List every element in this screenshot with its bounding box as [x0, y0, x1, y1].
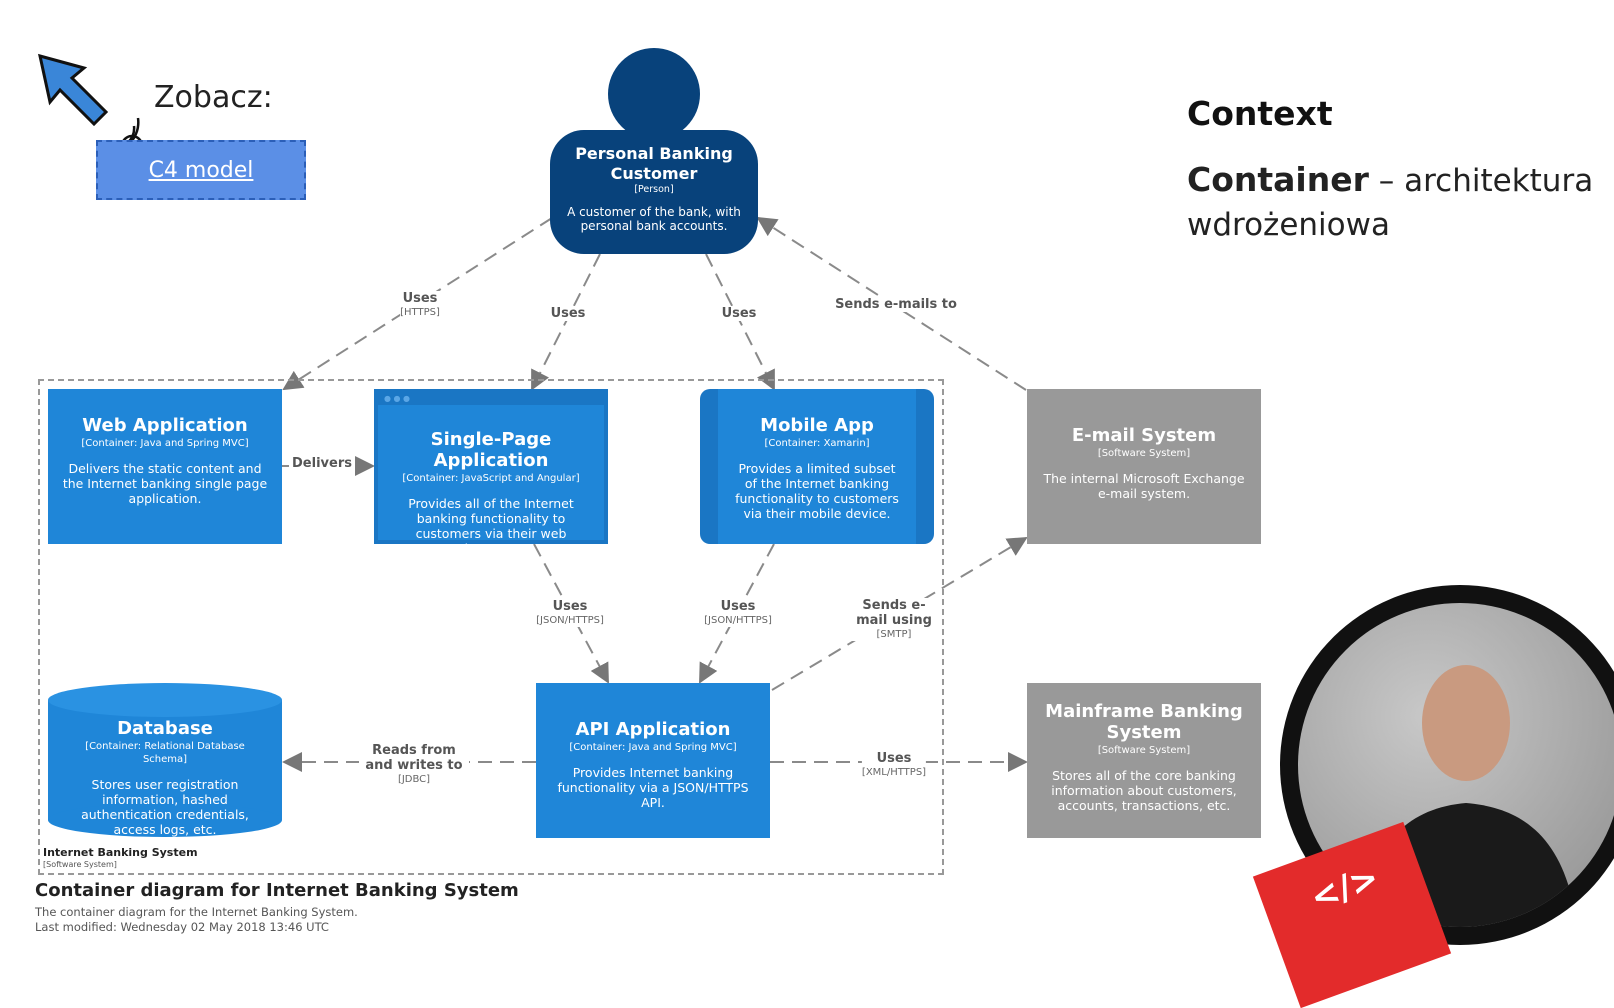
api-app-name: API Application — [575, 719, 731, 740]
person-head-icon — [608, 48, 700, 140]
person-customer: Personal Banking Customer [Person] A cus… — [550, 130, 758, 254]
c4-model-link[interactable]: C4 model — [96, 140, 306, 200]
container-heading-bold: Container — [1187, 160, 1369, 199]
label-person-mobile: Uses — [721, 306, 757, 321]
label-spa-api-text: Uses — [552, 599, 588, 614]
label-api-mainframe-tech: [XML/HTTPS] — [861, 767, 927, 778]
person-name: Personal Banking Customer — [575, 144, 733, 183]
mobile-app-type: [Container: Xamarin] — [764, 438, 870, 449]
boundary-name: Internet Banking System — [43, 846, 198, 859]
mobile-app-name: Mobile App — [760, 415, 874, 436]
label-person-web-tech: [HTTPS] — [400, 307, 440, 318]
edge-person-mobile — [705, 253, 775, 391]
container-heading: Container – architektura wdrożeniowa — [1187, 158, 1607, 247]
database-name: Database — [117, 718, 213, 739]
label-api-db-tech: [JDBC] — [397, 774, 431, 785]
label-person-web: Uses [HTTPS] — [400, 291, 440, 319]
label-web-spa: Delivers — [289, 456, 355, 471]
browser-window-icon: ● ● ● — [378, 393, 604, 405]
label-person-mobile-text: Uses — [721, 306, 757, 321]
email-system-type: [Software System] — [1097, 448, 1191, 459]
mainframe-name: Mainframe Banking System — [1045, 701, 1243, 743]
label-api-db-text: Reads from and writes to — [365, 743, 463, 773]
edge-person-spa — [531, 253, 601, 391]
container-web-application: Web Application [Container: Java and Spr… — [48, 389, 282, 544]
label-api-email: Sends e-mail using [SMTP] — [849, 598, 939, 641]
label-mobile-api-tech: [JSON/HTTPS] — [704, 615, 772, 626]
database-cylinder-top — [48, 683, 282, 717]
system-email: E-mail System [Software System] The inte… — [1027, 389, 1261, 544]
database-type: [Container: Relational Database Schema] — [85, 741, 245, 765]
label-person-web-text: Uses — [402, 291, 438, 306]
see-label: Zobacz: — [154, 80, 273, 115]
database-cylinder-bottom — [48, 803, 282, 837]
database-desc: Stores user registration information, ha… — [81, 777, 249, 837]
spa-name: Single-Page Application — [430, 429, 552, 471]
container-mobile-app: Mobile App [Container: Xamarin] Provides… — [700, 389, 934, 544]
caption-modified: Last modified: Wednesday 02 May 2018 13:… — [35, 920, 329, 934]
label-web-spa-text: Delivers — [292, 456, 352, 471]
caption-title: Container diagram for Internet Banking S… — [35, 880, 519, 901]
label-api-db: Reads from and writes to [JDBC] — [359, 743, 469, 786]
spa-desc: Provides all of the Internet banking fun… — [408, 496, 574, 556]
container-heading-desc: – architektura wdrożeniowa — [1187, 163, 1594, 243]
container-api-application: API Application [Container: Java and Spr… — [536, 683, 770, 838]
email-system-name: E-mail System — [1071, 425, 1217, 446]
mainframe-desc: Stores all of the core banking informati… — [1051, 768, 1237, 813]
label-api-email-text: Sends e-mail using — [856, 598, 932, 628]
container-database: Database [Container: Relational Database… — [48, 718, 282, 837]
system-boundary — [38, 379, 944, 875]
api-app-desc: Provides Internet banking functionality … — [557, 765, 749, 810]
web-app-name: Web Application — [82, 415, 248, 436]
label-spa-api: Uses [JSON/HTTPS] — [536, 599, 604, 627]
label-mobile-api: Uses [JSON/HTTPS] — [704, 599, 772, 627]
container-single-page-app: ● ● ● Single-Page Application [Container… — [374, 389, 608, 556]
person-desc: A customer of the bank, with personal ba… — [567, 205, 741, 233]
boundary-type: [Software System] — [43, 860, 117, 869]
label-mobile-api-text: Uses — [720, 599, 756, 614]
label-api-mainframe: Uses [XML/HTTPS] — [861, 751, 927, 779]
label-api-mainframe-text: Uses — [876, 751, 912, 766]
label-email-person-text: Sends e-mails to — [835, 297, 957, 312]
api-app-type: [Container: Java and Spring MVC] — [569, 742, 737, 753]
label-api-email-tech: [SMTP] — [876, 629, 912, 640]
label-person-spa: Uses — [550, 306, 586, 321]
mobile-app-desc: Provides a limited subset of the Interne… — [735, 461, 899, 521]
email-system-desc: The internal Microsoft Exchange e-mail s… — [1043, 471, 1245, 501]
database-cylinder-body — [48, 700, 282, 820]
web-app-type: [Container: Java and Spring MVC] — [81, 438, 249, 449]
spa-type: [Container: JavaScript and Angular] — [402, 473, 580, 484]
person-type: [Person] — [634, 184, 674, 195]
label-email-person: Sends e-mails to — [835, 297, 957, 312]
edge-api-email — [771, 536, 1028, 691]
label-spa-api-tech: [JSON/HTTPS] — [536, 615, 604, 626]
caption-desc: The container diagram for the Internet B… — [35, 905, 358, 919]
label-person-spa-text: Uses — [550, 306, 586, 321]
system-mainframe: Mainframe Banking System [Software Syste… — [1027, 683, 1261, 838]
context-heading: Context — [1187, 94, 1333, 133]
mainframe-type: [Software System] — [1097, 745, 1191, 756]
web-app-desc: Delivers the static content and the Inte… — [62, 461, 268, 506]
